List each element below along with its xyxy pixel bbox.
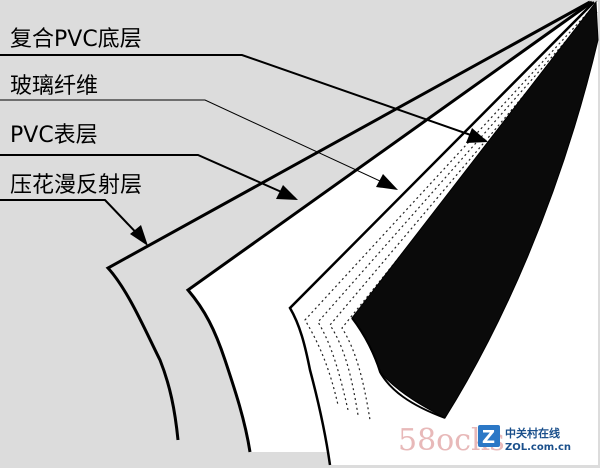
zol-logo: Z 中关村在线 ZOL.com.cn (478, 425, 571, 453)
leader-lines (0, 54, 486, 244)
layer-pvc-surface-edge (288, 1, 595, 466)
arrowhead-embossed (130, 225, 148, 246)
zol-brand-en: ZOL.com.cn (505, 442, 571, 453)
leader-arrowheads (130, 128, 488, 246)
leader-pvc-base (0, 54, 486, 141)
label-pvc-surface: PVC表层 (10, 123, 98, 148)
zol-logo-mark (478, 425, 500, 447)
arrowhead-pvc-base (466, 128, 488, 143)
label-fiberglass: 玻璃纤维 (10, 74, 98, 99)
leader-fiberglass (0, 99, 396, 189)
label-embossed-layer: 压花漫反射层 (10, 173, 142, 198)
label-pvc-base: 复合PVC底层 (10, 27, 142, 52)
leader-pvc-surface (0, 154, 296, 199)
arrowhead-pvc-surface (276, 185, 298, 200)
layer-pvc-base-edge (105, 0, 591, 441)
black-layer-curl (351, 317, 446, 419)
zol-logo-z: Z (482, 427, 495, 448)
leader-embossed (0, 199, 147, 244)
zol-brand-cn: 中关村在线 (505, 426, 560, 440)
arrowhead-fiberglass (376, 174, 398, 190)
layer-fiberglass-edge (185, 0, 593, 453)
dotted-fiber-lines (304, 5, 598, 421)
